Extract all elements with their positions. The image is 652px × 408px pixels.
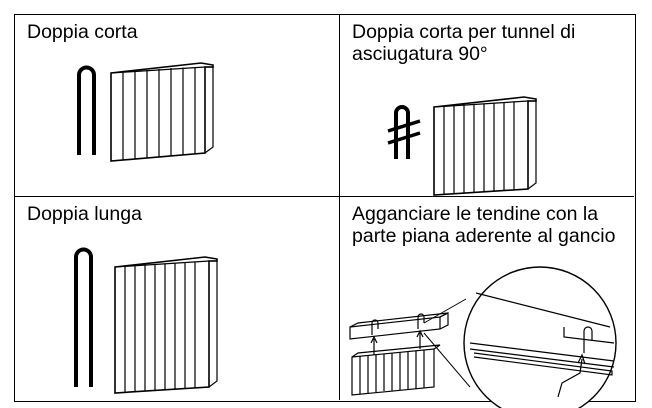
cell-doppia-corta: Doppia corta — [15, 15, 340, 197]
cell-agganciare: Agganciare le tendine con la parte piana… — [340, 197, 634, 408]
magnifier-circle-icon — [463, 266, 617, 408]
cell-label: Doppia lunga — [27, 203, 142, 225]
curtain-panel-icon — [351, 344, 441, 396]
cell-label: Agganciare le tendine con la parte piana… — [352, 203, 616, 247]
mounting-rail-icon — [349, 312, 449, 355]
hook-mounting-detail-icon — [349, 266, 617, 408]
cell-label: Doppia corta per tunnel di asciugatura 9… — [352, 21, 576, 65]
cell-label: Doppia corta — [27, 21, 138, 43]
crossed-hook-icon — [387, 105, 421, 159]
instruction-table: Doppia corta Doppia corta per tunnel di … — [14, 14, 636, 408]
curtain-panel-icon — [110, 62, 214, 162]
curtain-panel-icon — [114, 256, 218, 394]
hairpin-hook-icon — [77, 65, 96, 155]
curtain-panel-icon — [433, 96, 537, 196]
long-hairpin-hook-icon — [74, 247, 93, 387]
cell-doppia-lunga: Doppia lunga — [15, 197, 340, 400]
cell-doppia-corta-tunnel: Doppia corta per tunnel di asciugatura 9… — [340, 15, 634, 197]
